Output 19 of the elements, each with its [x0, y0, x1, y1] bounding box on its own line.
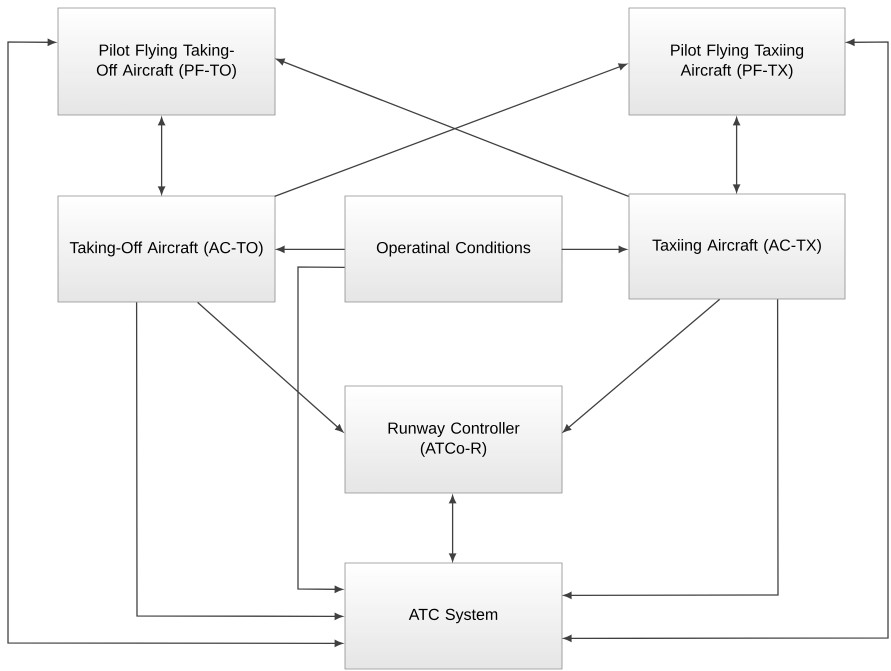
- process-box: Taxiing Aircraft (AC-TX): [628, 194, 846, 300]
- process-box: ATC System: [344, 562, 562, 670]
- arrow: [7, 38, 343, 647]
- arrow: [158, 117, 166, 195]
- arrow: [197, 302, 344, 432]
- process-box: Pilot Flying Taxiing Aircraft (PF-TX): [628, 8, 846, 116]
- arrow: [297, 266, 345, 593]
- arrow: [449, 495, 456, 562]
- arrow: [562, 246, 627, 253]
- process-box: Runway Controller (ATCo-R): [344, 386, 562, 494]
- arrow: [276, 246, 345, 253]
- process-box: Operatinal Conditions: [344, 196, 562, 302]
- process-box: Pilot Flying Taking-Off Aircraft (PF-TO): [58, 8, 276, 116]
- arrow: [562, 298, 720, 432]
- arrow: [136, 302, 343, 620]
- arrow: [733, 117, 740, 193]
- process-box: Taking-Off Aircraft (AC-TO): [58, 196, 276, 302]
- arrow: [563, 299, 779, 599]
- arrow: [563, 38, 889, 642]
